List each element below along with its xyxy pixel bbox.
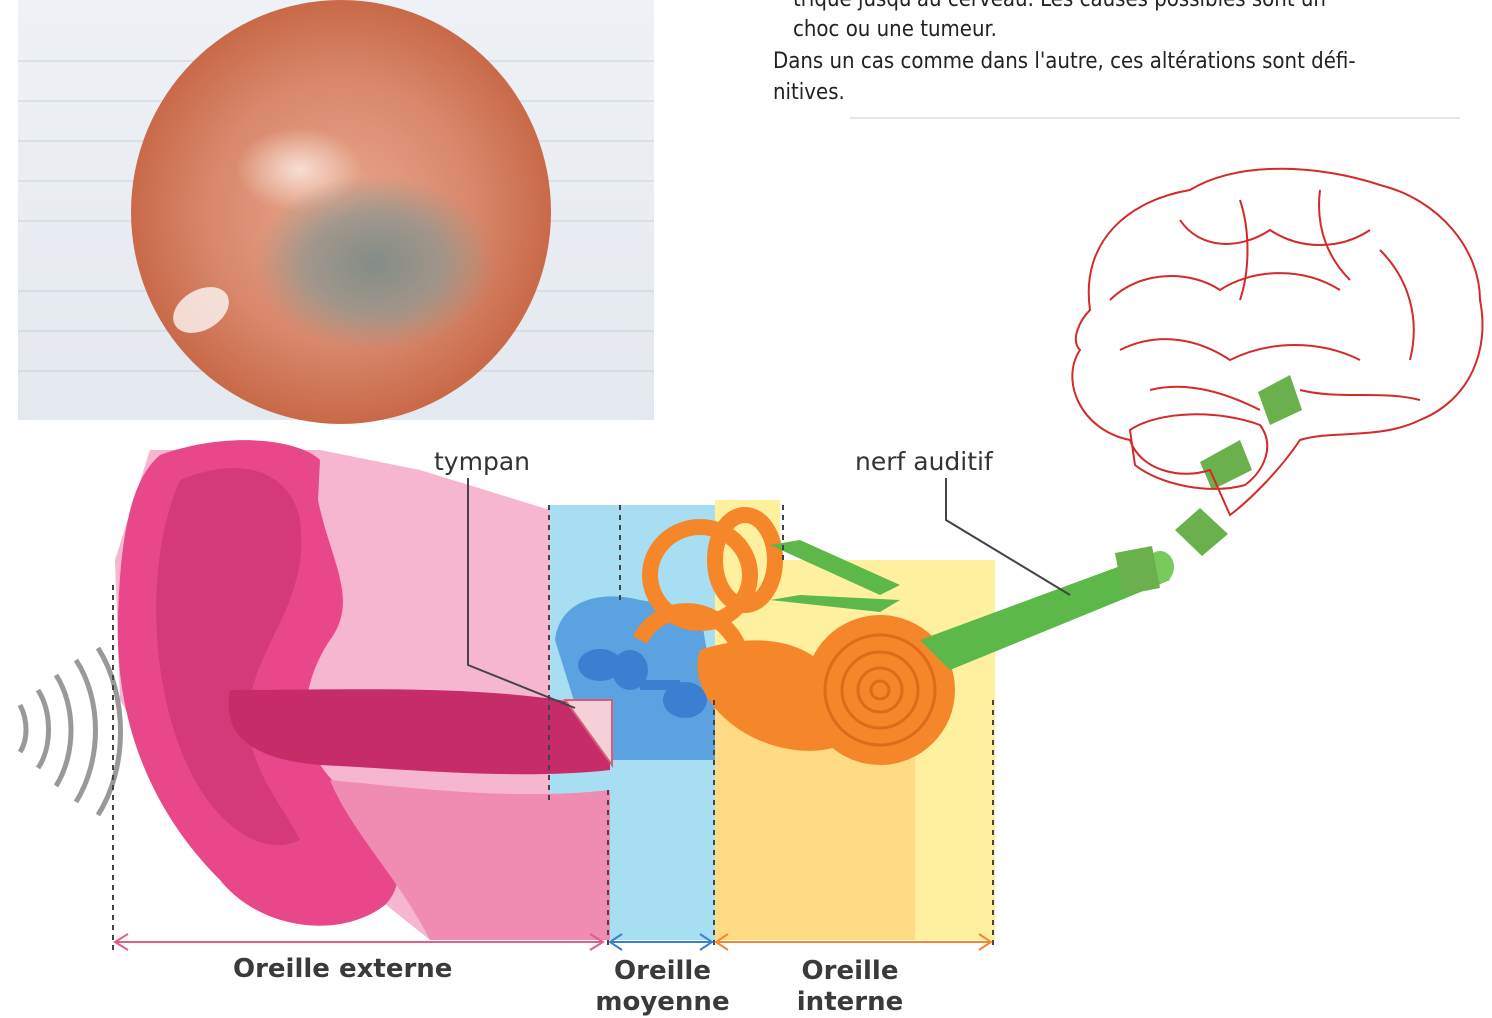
zone-label-interne-line2: interne	[785, 987, 915, 1018]
zone-label-externe: Oreille externe	[233, 954, 452, 985]
brain	[1072, 169, 1482, 515]
nerf-auditif-label: nerf auditif	[855, 447, 993, 476]
zone-label-moyenne-line1: Oreille	[580, 956, 745, 987]
zone-label-moyenne: Oreille moyenne	[580, 956, 745, 1018]
dashed-nerve-path	[1115, 375, 1302, 595]
zone-label-interne: Oreille interne	[785, 956, 915, 1018]
tympan-label: tympan	[434, 447, 530, 476]
zone-label-interne-line1: Oreille	[785, 956, 915, 987]
sound-waves-icon	[20, 648, 121, 815]
zone-label-moyenne-line2: moyenne	[580, 987, 745, 1018]
